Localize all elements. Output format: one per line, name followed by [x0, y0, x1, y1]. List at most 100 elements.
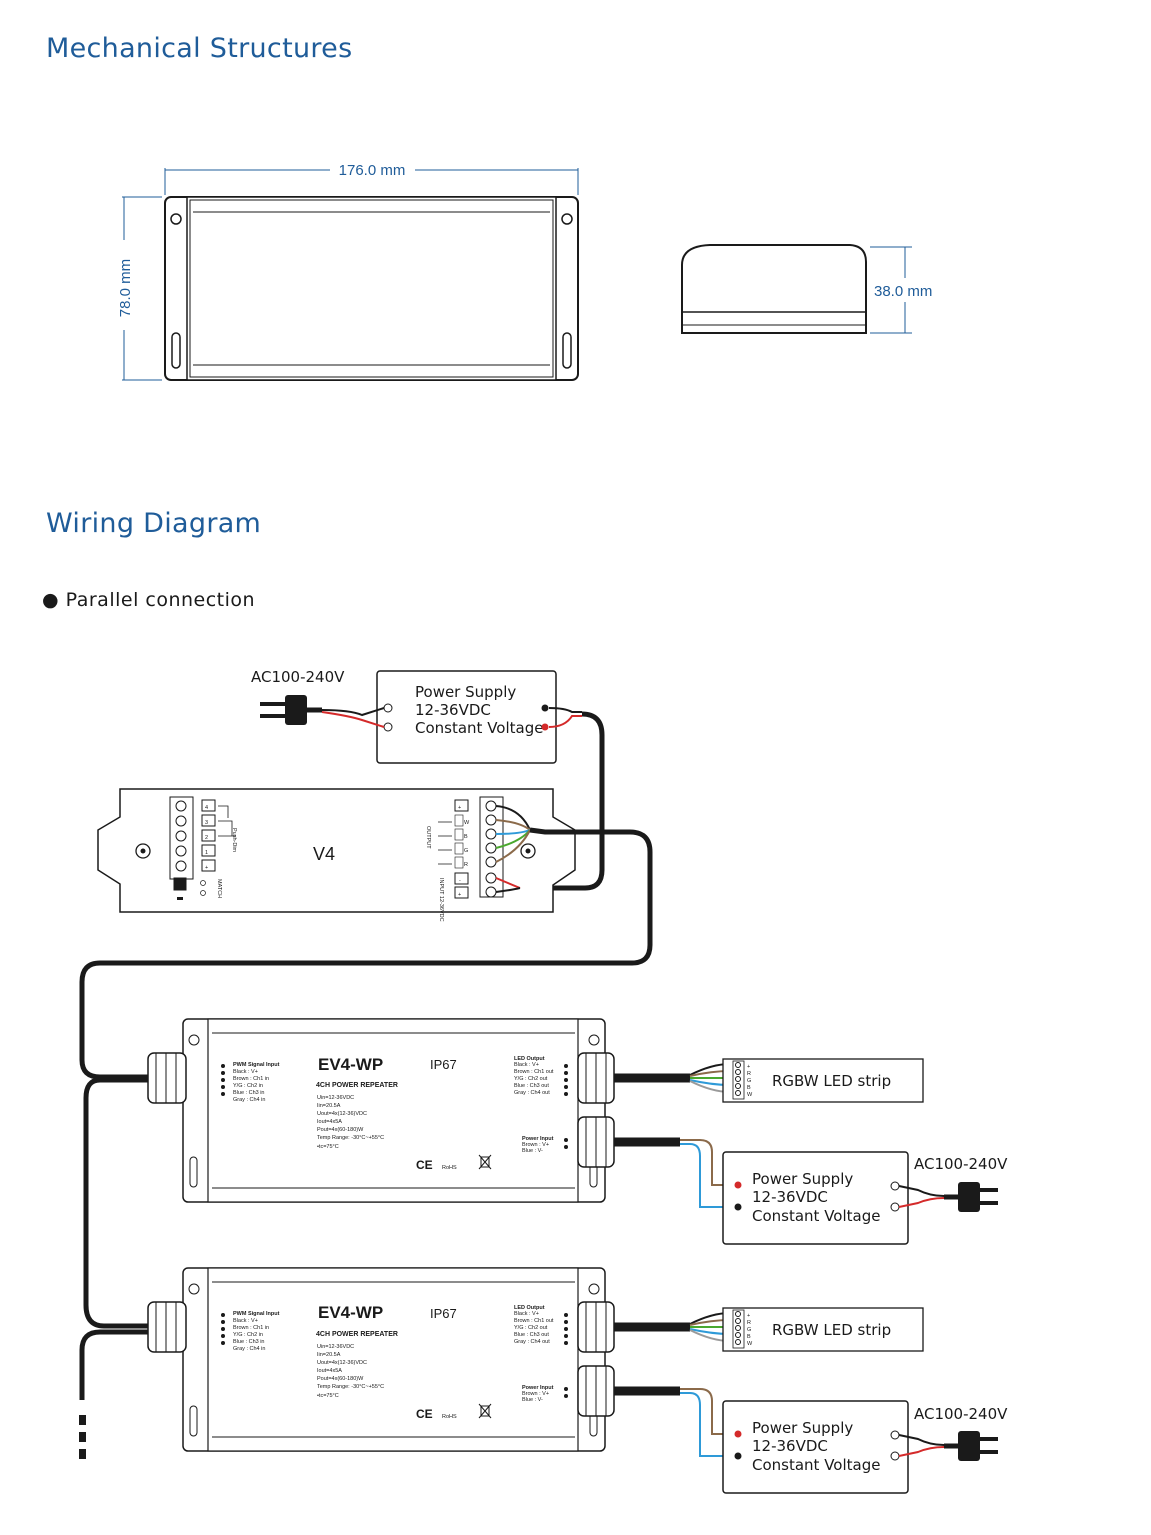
repeater-2-power-row-1: Brown : V+ [522, 1391, 549, 1397]
repeater-1-spec-3: Uout=4x(12-36)VDC [317, 1111, 367, 1117]
repeater-2-power-row-2: Blue : V- [522, 1397, 543, 1403]
repeater-1-pwm-row-3: Y/G : Ch2 in [233, 1083, 263, 1089]
strip-1-pin-r: R [747, 1071, 751, 1077]
v4-input-label: INPUT 12-36VDC [438, 878, 444, 922]
v4-channel-2: 2 [205, 835, 208, 841]
repeater-1-led-row-3: Y/G : Ch2 out [514, 1076, 548, 1082]
bus-cable [79, 1077, 150, 1459]
psu-3-type: Constant Voltage [752, 1456, 880, 1474]
strip-1-pin-g: G [747, 1078, 751, 1084]
repeater-2-led-row-3: Y/G : Ch2 out [514, 1325, 548, 1331]
v4-channel-3: 3 [205, 820, 208, 826]
strip-2-pin-g: G [747, 1327, 751, 1333]
v4-channel-1: 1 [205, 850, 208, 856]
repeater-1-pwm-title: PWM Signal Input [233, 1062, 280, 1068]
match-button [173, 877, 187, 891]
repeater-1-power-row-2: Blue : V- [522, 1148, 543, 1154]
main-power-supply: AC100-240V Power Supply 12-36VDC Constan… [251, 668, 605, 891]
psu-3-title: Power Supply [752, 1419, 853, 1437]
repeater-1-ce-mark: CE [416, 1158, 433, 1172]
strip-1-pin-b: B [747, 1085, 751, 1091]
v4-out-w: W [464, 820, 470, 826]
repeater-2-spec-1: Uin=12-36VDC [317, 1344, 354, 1350]
strip-1-pin-plus: + [747, 1064, 750, 1070]
repeater-1-spec-7: •tc=75°C [317, 1144, 339, 1150]
repeater-2-pwm-row-4: Blue : Ch3 in [233, 1339, 265, 1345]
repeater-2-spec-2: Iin=20.5A [317, 1352, 341, 1358]
repeater-2-led-row-5: Gray : Ch4 out [514, 1339, 550, 1345]
repeater-2-pwm-row-2: Brown : Ch1 in [233, 1325, 269, 1331]
mechanical-structures-heading: Mechanical Structures [46, 33, 353, 64]
v4-name: V4 [313, 844, 335, 864]
wiring-diagram-heading: Wiring Diagram [46, 508, 262, 539]
repeater-2-spec-5: Pout=4x(60-180)W [317, 1376, 364, 1382]
repeater-1-pwm-row-5: Gray : Ch4 in [233, 1097, 265, 1103]
repeater-1-led-row-4: Blue : Ch3 out [514, 1083, 549, 1089]
plug-icon [285, 695, 307, 725]
repeater-2-pwm-row-3: Y/G : Ch2 in [233, 1332, 263, 1338]
repeater-2-model: EV4-WP [318, 1303, 383, 1322]
repeater-2-ce-mark: CE [416, 1407, 433, 1421]
repeater-2-pwm-title: PWM Signal Input [233, 1311, 280, 1317]
height-dimension: 38.0 mm [874, 283, 932, 300]
psu-title-main: Power Supply [415, 683, 516, 701]
repeater-2-led-row-1: Black : V+ [514, 1311, 539, 1317]
parallel-connection-label: ● Parallel connection [42, 589, 256, 611]
repeater-1-pwm-row-1: Black : V+ [233, 1069, 258, 1075]
width-dimension: 78.0 mm [117, 259, 134, 317]
strip-2-label: RGBW LED strip [772, 1321, 891, 1339]
psu-voltage-main: 12-36VDC [415, 701, 491, 719]
repeater-1-rohs-mark: RoHS [442, 1165, 457, 1171]
strip-1-pin-w: W [747, 1092, 753, 1098]
length-dimension: 176.0 mm [339, 162, 406, 179]
repeater-1-power-title: Power Input [522, 1136, 554, 1142]
repeater-unit-2: EV4-WP IP67 4CH POWER REPEATER Uin=12-36… [147, 1267, 690, 1452]
repeater-1-power-row-1: Brown : V+ [522, 1142, 549, 1148]
repeater-unit-1: EV4-WP IP67 4CH POWER REPEATER Uin=12-36… [147, 1018, 690, 1203]
v4-out-b: B [464, 834, 468, 840]
v4-controller: 4 3 2 1 + Push-Dim MATCH V4 + - + W B G [79, 788, 653, 1080]
psu-2-type: Constant Voltage [752, 1207, 880, 1225]
repeater-2-spec-7: •tc=75°C [317, 1393, 339, 1399]
repeater-1-subtitle: 4CH POWER REPEATER [316, 1082, 398, 1089]
v4-channel-plus: + [205, 865, 208, 871]
repeater-1-spec-6: Temp Range: -30°C~+55°C [317, 1135, 384, 1141]
v4-channel-4: 4 [205, 805, 208, 811]
v4-in-plus: + [458, 892, 461, 898]
led-strip-2: + R G B W RGBW LED strip [689, 1307, 924, 1352]
repeater-1-spec-1: Uin=12-36VDC [317, 1095, 354, 1101]
strip-2-pin-w: W [747, 1341, 753, 1347]
strip-2-pin-r: R [747, 1320, 751, 1326]
strip-2-pin-plus: + [747, 1313, 750, 1319]
v4-in-minus: - [459, 878, 461, 884]
psu-type-main: Constant Voltage [415, 719, 543, 737]
strip-1-label: RGBW LED strip [772, 1072, 891, 1090]
repeater-2-power-title: Power Input [522, 1385, 554, 1391]
ac-voltage-label-3: AC100-240V [914, 1405, 1008, 1423]
weee-icon [480, 1405, 490, 1417]
repeater-1-led-title: LED Output [514, 1056, 545, 1062]
repeater-1-led-row-5: Gray : Ch4 out [514, 1090, 550, 1096]
repeater-1-pwm-row-2: Brown : Ch1 in [233, 1076, 269, 1082]
plug-icon [958, 1182, 980, 1212]
repeater-1-model: EV4-WP [318, 1055, 383, 1074]
repeater-2-rohs-mark: RoHS [442, 1414, 457, 1420]
ac-voltage-label-main: AC100-240V [251, 668, 345, 686]
repeater-2-pwm-row-1: Black : V+ [233, 1318, 258, 1324]
repeater-2-pwm-row-5: Gray : Ch4 in [233, 1346, 265, 1352]
repeater-2-led-row-4: Blue : Ch3 out [514, 1332, 549, 1338]
v4-out-g: G [464, 848, 468, 854]
psu-3-voltage: 12-36VDC [752, 1437, 828, 1455]
repeater-2-spec-3: Uout=4x(12-36)VDC [317, 1360, 367, 1366]
repeater-2-subtitle: 4CH POWER REPEATER [316, 1331, 398, 1338]
repeater-1-led-row-1: Black : V+ [514, 1062, 539, 1068]
power-supply-2: Power Supply 12-36VDC Constant Voltage A… [680, 1139, 1008, 1245]
repeater-2-led-title: LED Output [514, 1305, 545, 1311]
psu-2-title: Power Supply [752, 1170, 853, 1188]
plug-icon [958, 1431, 980, 1461]
repeater-2-spec-6: Temp Range: -30°C~+55°C [317, 1384, 384, 1390]
top-view-drawing: 176.0 mm 78.0 mm [117, 162, 579, 381]
match-label: MATCH [216, 879, 222, 898]
ac-voltage-label-2: AC100-240V [914, 1155, 1008, 1173]
repeater-1-rating: IP67 [430, 1057, 457, 1072]
